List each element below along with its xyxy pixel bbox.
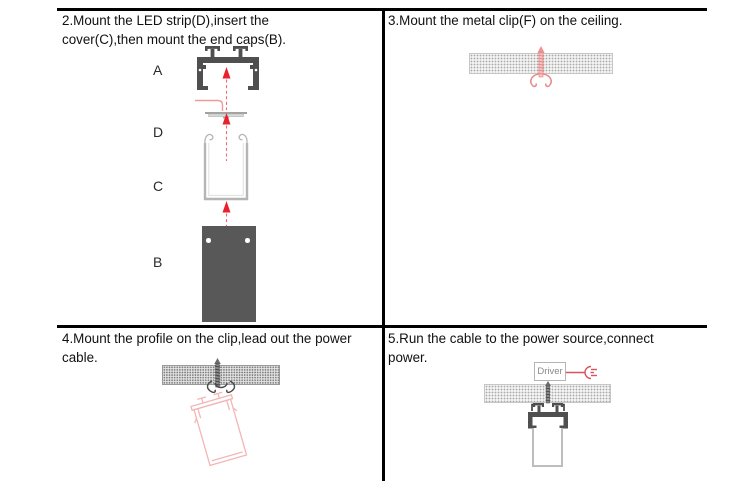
metal-clip-icon — [206, 380, 236, 394]
driver-box: Driver — [534, 362, 566, 381]
part-label-a: A — [153, 62, 163, 78]
insert-direction-arrow-icon — [222, 201, 231, 226]
cover-channel-icon — [203, 133, 249, 201]
driver-label: Driver — [537, 366, 563, 377]
insert-direction-arrow-icon — [222, 113, 231, 161]
part-label-d: D — [153, 124, 164, 140]
step5-title: 5.Run the cable to the power source,conn… — [388, 329, 654, 367]
metal-clip-icon — [531, 403, 565, 411]
cover-channel-icon — [532, 428, 563, 467]
tilted-profile-icon — [186, 388, 254, 471]
screw-hole-icon — [206, 238, 211, 243]
screw-icon — [537, 46, 545, 78]
power-plug-icon — [566, 365, 597, 380]
mounted-profile-icon — [528, 403, 568, 429]
step5-title-line1: 5.Run the cable to the power source,conn… — [388, 331, 654, 346]
tilted-profile-outline — [190, 391, 248, 467]
step2-title-line1: 2.Mount the LED strip(D),insert the — [62, 13, 269, 28]
step2-title-line2: cover(C),then mount the end caps(B). — [62, 32, 287, 47]
step4-title-line2: cable. — [62, 350, 98, 365]
step4-title-line1: 4.Mount the profile on the clip,lead out… — [62, 331, 352, 346]
metal-clip-icon — [530, 73, 552, 88]
end-cap-icon — [202, 226, 256, 322]
screw-icon — [545, 381, 551, 404]
step3-title-line1: 3.Mount the metal clip(F) on the ceiling… — [388, 13, 623, 28]
insert-direction-arrow-icon — [222, 67, 231, 110]
step2-title: 2.Mount the LED strip(D),insert the cove… — [62, 11, 286, 49]
screw-hole-icon — [245, 238, 250, 243]
step4-title: 4.Mount the profile on the clip,lead out… — [62, 329, 352, 367]
aluminum-profile-icon — [197, 46, 259, 90]
led-strip-wire-icon — [195, 99, 224, 111]
step5-title-line2: power. — [388, 350, 428, 365]
table-column-divider — [382, 8, 385, 481]
part-label-c: C — [153, 178, 164, 194]
ceiling-surface — [162, 365, 280, 385]
step3-title: 3.Mount the metal clip(F) on the ceiling… — [388, 11, 622, 30]
part-label-b: B — [153, 254, 163, 270]
